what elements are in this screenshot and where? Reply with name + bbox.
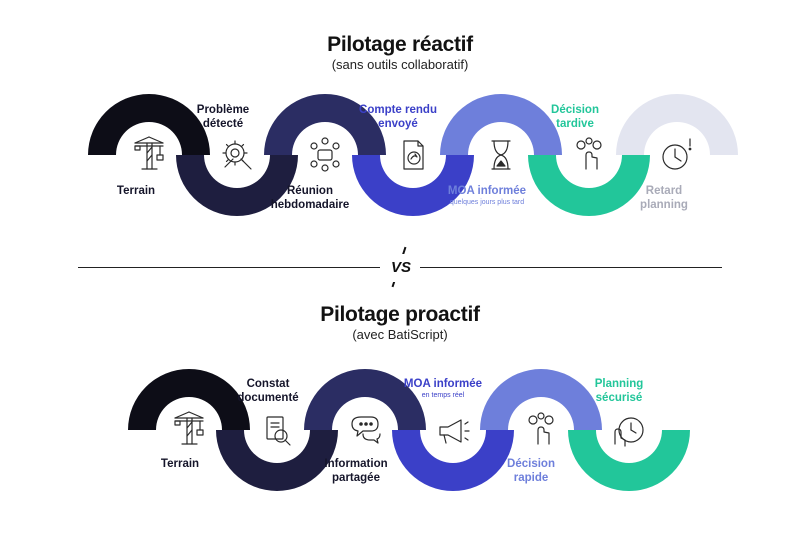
vs-label: VS — [386, 254, 416, 282]
document-search-icon — [266, 416, 291, 446]
secure-clock-icon — [614, 417, 644, 447]
separator-left — [78, 267, 380, 268]
proactive-arc-5 — [480, 369, 602, 430]
proactive-step-sublabel-4: en temps réel — [421, 392, 465, 399]
reactive-step-label-4: Compte rendu envoyé — [359, 103, 437, 131]
proactive-arc-6 — [568, 430, 690, 491]
proactive-step-text-1: Terrain — [160, 458, 200, 470]
decision-icon — [576, 137, 602, 170]
proactive-step-label-1: Terrain — [161, 457, 199, 471]
proactive-step-text-5: Décision rapide — [507, 458, 555, 484]
proactive-arc-3 — [304, 369, 426, 430]
proactive-step-text-4: MOA informée — [403, 378, 483, 390]
reactive-step-text-5: MOA informée — [447, 185, 527, 197]
proactive-step-label-4: MOA informée en temps réel — [404, 377, 482, 400]
proactive-step-label-5: Décision rapide — [507, 457, 555, 485]
proactive-step-text-3: Information partagée — [324, 458, 388, 484]
reactive-arc-7 — [616, 94, 738, 155]
reactive-arc-4 — [352, 155, 474, 216]
proactive-step-text-6: Planning sécurisé — [594, 378, 644, 404]
document-icon — [403, 140, 424, 170]
reactive-step-label-1: Terrain — [117, 184, 155, 198]
decision-icon — [528, 412, 554, 445]
reactive-step-text-2: Problème détecté — [196, 104, 250, 130]
megaphone-icon — [439, 419, 470, 444]
proactive-arc-2 — [216, 430, 338, 491]
chat-icon — [351, 416, 381, 444]
reactive-step-label-7: Retard planning — [640, 184, 688, 212]
crane-icon — [134, 136, 164, 170]
reactive-step-text-6: Décision tardive — [551, 104, 599, 130]
reactive-step-label-2: Problème détecté — [197, 103, 249, 131]
reactive-arc-1 — [88, 94, 210, 155]
proactive-arc-1 — [128, 369, 250, 430]
reactive-step-label-6: Décision tardive — [551, 103, 599, 131]
reactive-step-label-3: Réunion hebdomadaire — [271, 184, 350, 212]
hourglass-icon — [491, 140, 511, 170]
crane-icon — [174, 411, 204, 445]
gear-tools-icon — [222, 140, 252, 170]
reactive-arc-5 — [440, 94, 562, 155]
reactive-step-text-7: Retard planning — [640, 185, 688, 211]
proactive-subtitle: (avec BatiScript) — [352, 327, 448, 342]
meeting-icon — [310, 137, 340, 172]
proactive-arc-4 — [392, 430, 514, 491]
reactive-arc-2 — [176, 155, 298, 216]
reactive-step-text-3: Réunion hebdomadaire — [270, 185, 350, 211]
reactive-arc-6 — [528, 155, 650, 216]
reactive-arc-3 — [264, 94, 386, 155]
proactive-step-label-6: Planning sécurisé — [595, 377, 644, 405]
reactive-step-sublabel-5: quelques jours plus tard — [449, 199, 525, 206]
proactive-step-label-3: Information partagée — [324, 457, 387, 485]
reactive-step-label-5: MOA informée quelques jours plus tard — [448, 184, 526, 207]
reactive-step-text-1: Terrain — [116, 185, 156, 197]
proactive-step-label-2: Constat documenté — [237, 377, 298, 405]
proactive-step-text-2: Constat documenté — [237, 378, 299, 404]
separator-right — [420, 267, 722, 268]
proactive-title: Pilotage proactif — [320, 303, 480, 326]
reactive-title: Pilotage réactif — [327, 33, 473, 56]
reactive-step-text-4: Compte rendu envoyé — [359, 104, 437, 130]
reactive-subtitle: (sans outils collaboratif) — [331, 57, 469, 72]
late-clock-icon — [662, 138, 692, 170]
